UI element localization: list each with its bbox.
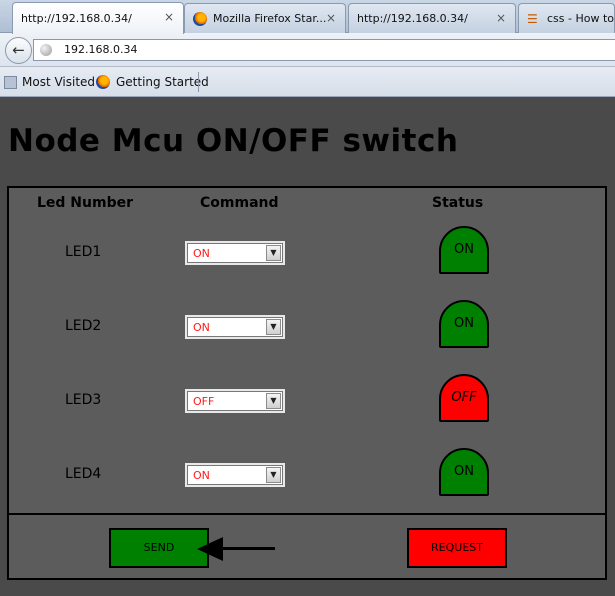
led-row: LED3 OFF ▼ OFF <box>9 374 605 428</box>
status-indicator-led2: ON <box>439 300 489 348</box>
command-select-led1[interactable]: ON ▼ <box>185 241 285 265</box>
tab-strip: http://192.168.0.34/ × Mozilla Firefox S… <box>0 0 615 34</box>
command-value: OFF <box>193 395 215 408</box>
bookmark-label: Getting Started <box>116 75 209 89</box>
bookmarks-toolbar: Most Visited Getting Started <box>0 67 615 97</box>
request-button[interactable]: REQUEST <box>407 528 507 568</box>
chevron-down-icon: ▼ <box>266 319 281 335</box>
back-button[interactable]: ← <box>5 37 32 64</box>
tab-2[interactable]: Mozilla Firefox Star... × <box>184 3 346 33</box>
tab-1[interactable]: http://192.168.0.34/ × <box>12 2 184 34</box>
status-indicator-led3: OFF <box>439 374 489 422</box>
status-indicator-led4: ON <box>439 448 489 496</box>
toolbar-separator <box>198 72 199 92</box>
status-indicator-led1: ON <box>439 226 489 274</box>
globe-icon <box>40 44 52 56</box>
tab-3-label: http://192.168.0.34/ <box>357 12 468 25</box>
command-value: ON <box>193 247 210 260</box>
folder-icon <box>4 75 17 89</box>
tab-close-icon[interactable]: × <box>325 11 337 25</box>
chevron-down-icon: ▼ <box>266 393 281 409</box>
tab-2-label: Mozilla Firefox Star... <box>213 12 327 25</box>
tab-3[interactable]: http://192.168.0.34/ × <box>348 3 516 33</box>
led-label: LED2 <box>65 318 102 334</box>
tab-4[interactable]: ☰ css - How to <box>518 3 615 33</box>
send-button[interactable]: SEND <box>109 528 209 568</box>
command-select-led2[interactable]: ON ▼ <box>185 315 285 339</box>
command-value: ON <box>193 469 210 482</box>
back-arrow-icon: ← <box>12 41 25 59</box>
led-label: LED1 <box>65 244 102 260</box>
command-value: ON <box>193 321 210 334</box>
bookmark-label: Most Visited <box>22 75 96 89</box>
arrow-shaft <box>221 547 275 550</box>
bookmark-most-visited[interactable]: Most Visited <box>4 75 95 89</box>
tab-1-label: http://192.168.0.34/ <box>21 12 132 25</box>
panel-divider <box>9 513 605 515</box>
tab-close-icon[interactable]: × <box>495 11 507 25</box>
header-command: Command <box>200 195 279 211</box>
stackexchange-icon: ☰ <box>527 11 538 26</box>
header-status: Status <box>432 195 484 211</box>
led-row: LED1 ON ▼ ON <box>9 226 605 280</box>
chevron-down-icon: ▼ <box>266 245 281 261</box>
page-title: Node Mcu ON/OFF switch <box>8 123 459 159</box>
firefox-icon <box>193 11 207 26</box>
url-text: 192.168.0.34 <box>64 43 138 56</box>
led-label: LED3 <box>65 392 102 408</box>
tab-4-label: css - How to <box>547 12 615 25</box>
page-content: Node Mcu ON/OFF switch Led Number Comman… <box>0 97 615 596</box>
led-row: LED2 ON ▼ ON <box>9 300 605 354</box>
arrow-left-icon <box>197 537 223 561</box>
header-led-number: Led Number <box>37 195 134 211</box>
led-row: LED4 ON ▼ ON <box>9 448 605 502</box>
bookmark-getting-started[interactable]: Getting Started <box>96 75 209 89</box>
led-label: LED4 <box>65 466 102 482</box>
command-select-led4[interactable]: ON ▼ <box>185 463 285 487</box>
address-bar[interactable]: 192.168.0.34 <box>33 39 615 61</box>
tab-close-icon[interactable]: × <box>163 10 175 24</box>
navigation-bar: ← 192.168.0.34 <box>0 33 615 67</box>
command-select-led3[interactable]: OFF ▼ <box>185 389 285 413</box>
chevron-down-icon: ▼ <box>266 467 281 483</box>
led-control-panel: Led Number Command Status LED1 ON ▼ ON L… <box>7 186 607 580</box>
firefox-icon <box>96 75 110 89</box>
